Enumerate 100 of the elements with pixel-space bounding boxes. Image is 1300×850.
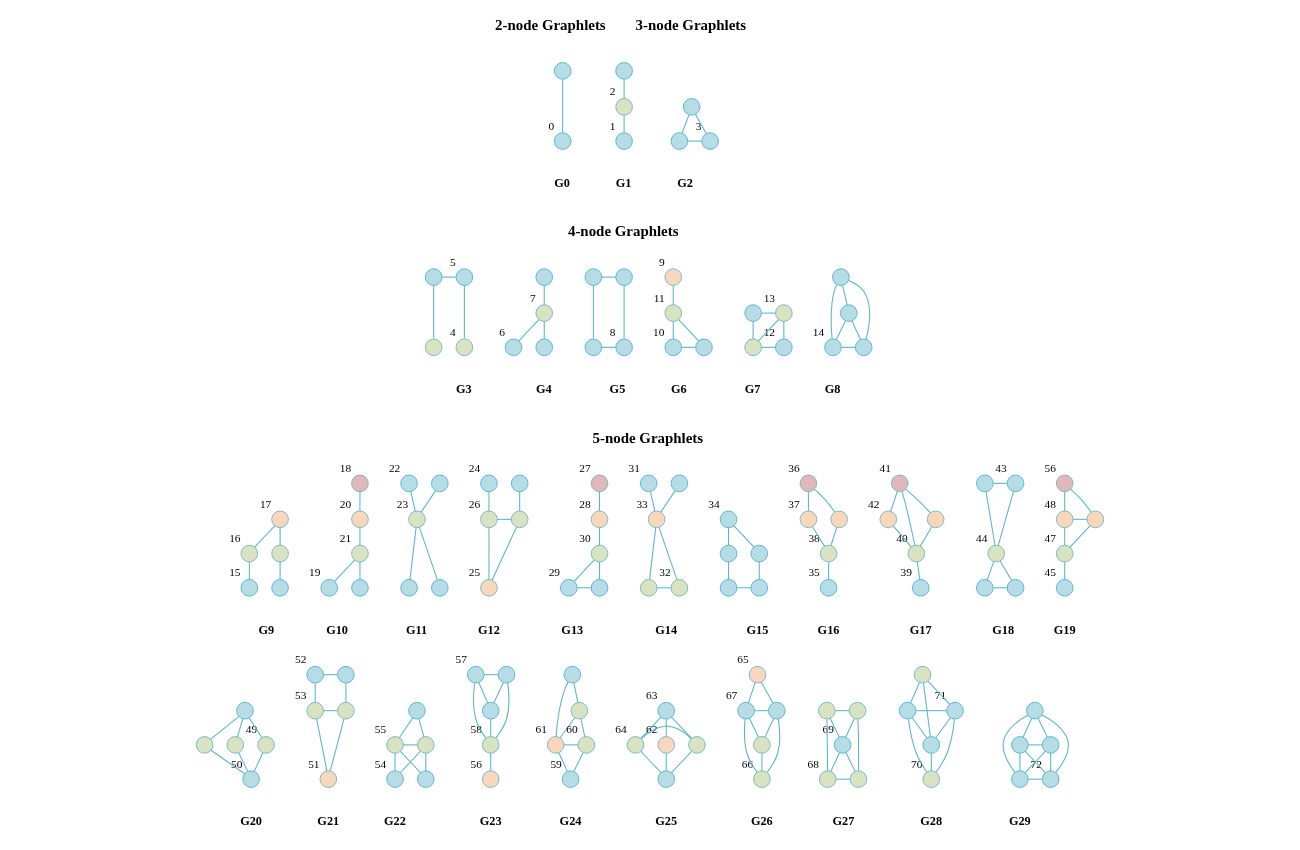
connector [910, 681, 920, 704]
label: G18 [992, 622, 1015, 637]
node-label: 49 [245, 723, 258, 736]
connector [845, 752, 856, 772]
connector [783, 321, 785, 340]
connector [678, 319, 700, 342]
node-label: 59 [550, 757, 562, 770]
connector [826, 718, 829, 772]
connector [672, 285, 674, 306]
connector [418, 718, 425, 738]
node-circle [799, 474, 818, 493]
node-label: 3 [695, 119, 702, 132]
connector [1069, 525, 1091, 548]
node-circle [719, 579, 738, 597]
node-circle [748, 665, 767, 684]
node-circle [832, 268, 850, 286]
connector [901, 491, 916, 546]
connector [623, 285, 625, 340]
connector [671, 716, 693, 739]
node-circle [271, 510, 289, 529]
node-circle [504, 338, 523, 357]
node-label: 28 [579, 497, 591, 510]
label: G17 [909, 622, 932, 637]
node-circle [913, 665, 932, 684]
connector [599, 491, 601, 512]
node-circle [898, 701, 917, 720]
node-circle [351, 579, 369, 597]
node-circle [688, 736, 706, 754]
node-circle [987, 544, 1005, 563]
node-label: 20 [339, 497, 352, 510]
connector [1041, 714, 1069, 773]
label: G3 [456, 382, 472, 397]
connector [743, 718, 758, 773]
connector [736, 587, 752, 589]
node-label: 34 [708, 497, 720, 510]
label: G1 [615, 175, 632, 190]
label: 3-node Graphlets [635, 17, 747, 34]
label: G25 [655, 813, 678, 828]
connector [573, 559, 595, 582]
connector [728, 527, 730, 546]
connector [728, 561, 730, 580]
node-circle [481, 770, 500, 788]
label: G10 [326, 622, 348, 637]
node-label: 68 [807, 757, 819, 770]
connector [757, 319, 779, 342]
node-circle [553, 62, 572, 80]
connector [907, 718, 928, 773]
node-label: 45 [1044, 566, 1056, 579]
connector [992, 587, 1008, 589]
connector [1070, 488, 1092, 513]
connector [478, 681, 489, 704]
node-circle [584, 338, 603, 357]
connector [210, 749, 246, 775]
connector [490, 718, 492, 738]
node-circle [590, 510, 609, 529]
node-circle [481, 736, 500, 754]
connector [830, 526, 838, 547]
node-circle [1006, 579, 1025, 597]
node-circle [639, 579, 658, 597]
connector [1022, 717, 1033, 738]
connector [418, 526, 438, 581]
node-circle [535, 304, 554, 322]
node-circle [590, 474, 609, 493]
node-circle [510, 510, 529, 529]
connector [279, 561, 281, 580]
connector [402, 744, 418, 746]
node-circle [320, 579, 338, 597]
node-circle [750, 544, 769, 563]
node-circle [1041, 770, 1060, 788]
connector [1037, 717, 1048, 738]
label: 2-node Graphlets [495, 17, 606, 34]
connector [761, 752, 763, 772]
node-label: 66 [741, 757, 754, 770]
node-label: 21 [339, 532, 352, 545]
connector [649, 491, 656, 512]
node-circle [408, 701, 426, 720]
node-label: 58 [470, 723, 482, 736]
node-circle [657, 736, 675, 754]
connector [671, 750, 693, 774]
node-label: 70 [911, 757, 923, 770]
node-circle [879, 510, 898, 529]
label: 4-node Graphlets [567, 223, 679, 240]
node-circle [775, 338, 793, 357]
connector [758, 561, 760, 580]
node-circle [1055, 579, 1074, 597]
connector [640, 750, 662, 774]
connector [334, 559, 356, 582]
connector [830, 284, 838, 340]
connector [851, 320, 862, 341]
connector [254, 525, 276, 548]
label: G7 [744, 382, 761, 397]
node-label: 37 [788, 497, 800, 510]
node-circle [306, 701, 324, 720]
connector [518, 319, 540, 342]
connector [314, 682, 316, 703]
connector [359, 527, 361, 546]
node-circle [546, 736, 565, 754]
node-circle [719, 510, 738, 529]
node-circle [386, 736, 404, 754]
node-label: 23 [396, 497, 409, 510]
